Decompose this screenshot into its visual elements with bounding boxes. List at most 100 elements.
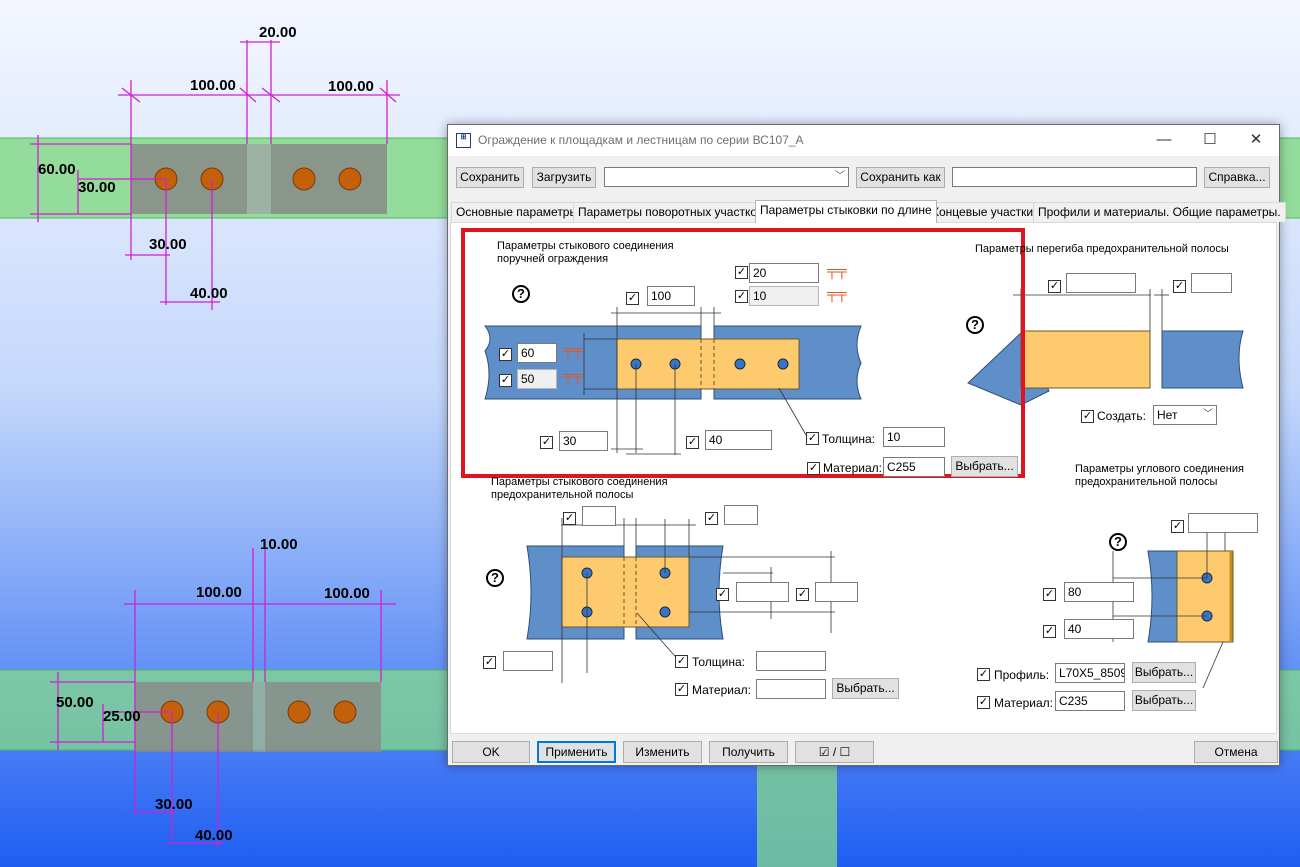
tab-end-sections[interactable]: Концевые участки	[927, 202, 1039, 222]
corner-select-material-button[interactable]: Выбрать...	[1132, 690, 1196, 711]
corner-profile-input[interactable]: L70X5_8509_	[1055, 663, 1125, 683]
save-button[interactable]: Сохранить	[456, 167, 524, 188]
strip-b-input[interactable]	[724, 505, 758, 525]
joint-diagrams	[483, 289, 1244, 689]
bend-create-checkbox[interactable]: ✓	[1081, 410, 1094, 423]
corner-1-checkbox[interactable]: ✓	[1043, 588, 1056, 601]
corner-2-checkbox[interactable]: ✓	[1043, 625, 1056, 638]
select-material-button[interactable]: Выбрать...	[951, 456, 1018, 477]
dim-left-span: 100.00	[196, 584, 242, 601]
gap-input[interactable]: 20	[749, 263, 819, 283]
corner-title-1: Параметры углового соединения	[1075, 463, 1244, 475]
modify-button[interactable]: Изменить	[623, 741, 702, 763]
corner-material-input[interactable]: С235	[1055, 691, 1125, 711]
strip-b-checkbox[interactable]: ✓	[705, 512, 718, 525]
strip-material-checkbox[interactable]: ✓	[675, 683, 688, 696]
corner-select-profile-button[interactable]: Выбрать...	[1132, 662, 1196, 683]
gap2-checkbox[interactable]: ✓	[735, 290, 748, 303]
help-icon[interactable]: ?	[966, 316, 984, 334]
corner-profile-checkbox[interactable]: ✓	[977, 668, 990, 681]
maximize-button[interactable]: ☐	[1203, 131, 1217, 148]
bottom-plate-left	[135, 682, 253, 752]
strip-d-input[interactable]	[815, 582, 858, 602]
bend-field1-checkbox[interactable]: ✓	[1048, 280, 1061, 293]
strip-a-input[interactable]	[582, 506, 616, 526]
help-button[interactable]: Справка...	[1204, 167, 1270, 188]
material-checkbox[interactable]: ✓	[807, 462, 820, 475]
thickness-checkbox[interactable]: ✓	[806, 432, 819, 445]
tab-strip: Основные параметры Параметры поворотных …	[448, 200, 1286, 223]
dim-gap: 10.00	[260, 536, 298, 553]
gap-checkbox[interactable]: ✓	[735, 266, 748, 279]
help-icon[interactable]: ?	[1109, 533, 1127, 551]
tab-panel: Параметры стыкового соединения поручней …	[450, 222, 1277, 734]
strip-c-checkbox[interactable]: ✓	[716, 588, 729, 601]
tab-profiles-materials[interactable]: Профили и материалы. Общие параметры.	[1033, 202, 1286, 222]
strip-d-checkbox[interactable]: ✓	[796, 588, 809, 601]
strip-a-checkbox[interactable]: ✓	[563, 512, 576, 525]
edge-input[interactable]: 30	[559, 431, 608, 451]
strip-e-input[interactable]	[503, 651, 553, 671]
strip-c-input[interactable]	[736, 582, 789, 602]
strip-thickness-input[interactable]	[756, 651, 826, 671]
dim-height: 50.00	[56, 694, 94, 711]
corner-top-checkbox[interactable]: ✓	[1171, 520, 1184, 533]
height2-checkbox[interactable]: ✓	[499, 374, 512, 387]
bend-field2-checkbox[interactable]: ✓	[1173, 280, 1186, 293]
bend-field1-input[interactable]	[1066, 273, 1136, 293]
bottom-plate-right	[265, 682, 381, 752]
save-as-name-input[interactable]	[952, 167, 1197, 187]
corner-2-input[interactable]: 40	[1064, 619, 1134, 639]
chevron-down-icon: ﹀	[835, 171, 845, 182]
preset-combo[interactable]: ﹀	[604, 167, 849, 187]
tab-main-params[interactable]: Основные параметры	[451, 202, 584, 222]
bolt	[292, 167, 316, 191]
strip-e-checkbox[interactable]: ✓	[483, 656, 496, 669]
plate-length-input[interactable]: 100	[647, 286, 695, 306]
title-bar[interactable]: ⊞ Ограждение к площадкам и лестницам по …	[448, 125, 1279, 156]
height2-input[interactable]: 50	[517, 369, 557, 389]
window-title: Ограждение к площадкам и лестницам по се…	[478, 133, 804, 147]
thickness-input[interactable]: 10	[883, 427, 945, 447]
corner-1-input[interactable]: 80	[1064, 582, 1134, 602]
material-input[interactable]: С255	[883, 457, 945, 477]
minimize-button[interactable]: —	[1156, 131, 1172, 148]
offset-input[interactable]: 40	[705, 430, 772, 450]
cancel-button[interactable]: Отмена	[1194, 741, 1278, 763]
bolt	[338, 167, 362, 191]
close-button[interactable]: ✕	[1249, 131, 1263, 148]
parameters-dialog: ⊞ Ограждение к площадкам и лестницам по …	[447, 124, 1286, 766]
bolt-icon: ╤╤	[563, 341, 583, 357]
bend-create-value: Нет	[1157, 408, 1178, 422]
load-button[interactable]: Загрузить	[532, 167, 596, 188]
get-button[interactable]: Получить	[709, 741, 788, 763]
top-plate-right	[271, 144, 387, 214]
highlight-frame	[461, 228, 1025, 478]
save-as-button[interactable]: Сохранить как	[856, 167, 945, 188]
help-icon[interactable]: ?	[486, 569, 504, 587]
strip-select-material-button[interactable]: Выбрать...	[832, 678, 899, 699]
bend-field2-input[interactable]	[1191, 273, 1232, 293]
tab-turn-sections[interactable]: Параметры поворотных участков	[573, 202, 769, 222]
plate-length-checkbox[interactable]: ✓	[626, 292, 639, 305]
strip-thickness-checkbox[interactable]: ✓	[675, 655, 688, 668]
offset-checkbox[interactable]: ✓	[686, 436, 699, 449]
help-icon[interactable]: ?	[512, 285, 530, 303]
app-icon: ⊞	[456, 133, 471, 148]
corner-profile-label: Профиль:	[994, 668, 1050, 682]
corner-top-input[interactable]	[1188, 513, 1258, 533]
height1-checkbox[interactable]: ✓	[499, 348, 512, 361]
bolt	[333, 700, 357, 724]
gap2-input[interactable]: 10	[749, 286, 819, 306]
edge-checkbox[interactable]: ✓	[540, 436, 553, 449]
bottom-column	[757, 750, 837, 867]
ok-button[interactable]: OK	[452, 741, 530, 763]
bend-create-select[interactable]: Нет ﹀	[1153, 405, 1217, 425]
toggle-all-button[interactable]: ☑ / ☐	[795, 741, 874, 763]
apply-button[interactable]: Применить	[537, 741, 616, 763]
dim-right-span: 100.00	[324, 585, 370, 602]
corner-material-checkbox[interactable]: ✓	[977, 696, 990, 709]
tab-length-joints[interactable]: Параметры стыковки по длине	[755, 200, 937, 223]
height1-input[interactable]: 60	[517, 343, 557, 363]
strip-material-input[interactable]	[756, 679, 826, 699]
